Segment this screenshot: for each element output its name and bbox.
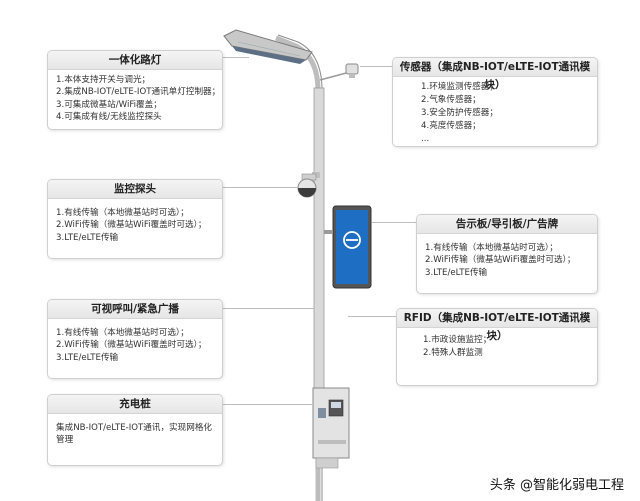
rfid-item: 2.特殊人群监测 bbox=[423, 348, 483, 358]
charging-item: 集成NB-IOT/eLTE-IOT通讯，实现网格化 bbox=[56, 423, 213, 433]
connector-charging bbox=[222, 404, 314, 405]
street-light-item: 4.可集成有线/无线监控探头 bbox=[56, 112, 162, 123]
sensor-box: 传感器（集成NB-IOT/eLTE-IOT通讯模块） 1.环境监测传感器； 2.… bbox=[392, 57, 598, 147]
connector-sensor bbox=[360, 66, 392, 67]
connector-camera bbox=[222, 187, 298, 188]
charging-item: 管理 bbox=[56, 435, 74, 446]
lamp-head bbox=[223, 29, 313, 64]
sensor-item: ... bbox=[421, 134, 430, 144]
lamp-arm bbox=[275, 35, 321, 501]
signboard-device bbox=[324, 205, 372, 289]
pole-body bbox=[313, 87, 325, 389]
signboard-item: 3.LTE/eLTE传输 bbox=[425, 267, 488, 278]
connector-signboard bbox=[372, 222, 416, 223]
street-light-title: 一体化路灯 bbox=[48, 51, 222, 70]
street-light-item: 2.集成NB-IOT/eLTE-IOT通讯单灯控制器； bbox=[56, 87, 221, 98]
charging-box: 充电桩 集成NB-IOT/eLTE-IOT通讯，实现网格化 管理 bbox=[47, 394, 223, 466]
sensor-item: 4.亮度传感器； bbox=[421, 121, 481, 131]
intercom-item: 1.有线传输（本地微基站时可选）； bbox=[56, 328, 189, 338]
camera-box: 监控探头 1.有线传输（本地微基站时可选）； 2.WiFi传输（微基站WiFi覆… bbox=[47, 179, 223, 259]
camera-item: 1.有线传输（本地微基站时可选）； bbox=[56, 208, 189, 218]
sensor-title: 传感器（集成NB-IOT/eLTE-IOT通讯模块） bbox=[393, 58, 597, 91]
signboard-item: 2.WiFi传输（微基站WiFi覆盖时可选）； bbox=[425, 255, 576, 266]
connector-rfid bbox=[348, 316, 398, 317]
signboard-item: 1.有线传输（本地微基站时可选）； bbox=[425, 243, 558, 253]
rfid-box: RFID（集成NB-IOT/eLTE-IOT通讯模块） 1.市政设施监控； 2.… bbox=[396, 308, 598, 386]
watermark-text: 头条 @智能化弱电工程 bbox=[489, 478, 624, 493]
street-light-item: 1.本体支持开关与调光； bbox=[56, 75, 151, 85]
charging-title: 充电桩 bbox=[48, 395, 222, 414]
sensor-item: 2.气象传感器； bbox=[421, 95, 481, 105]
street-light-item: 3.可集成微基站/WiFi覆盖； bbox=[56, 99, 162, 110]
sensor-device bbox=[319, 63, 359, 81]
intercom-title: 可视呼叫/紧急广播 bbox=[48, 300, 222, 319]
signboard-box: 告示板/导引板/广告牌 1.有线传输（本地微基站时可选）； 2.WiFi传输（微… bbox=[416, 214, 598, 294]
camera-title: 监控探头 bbox=[48, 180, 222, 199]
sensor-item: 1.环境监测传感器； bbox=[421, 82, 498, 92]
intercom-item: 2.WiFi传输（微基站WiFi覆盖时可选）； bbox=[56, 340, 207, 351]
connector-street-light bbox=[221, 57, 249, 58]
camera-item: 2.WiFi传输（微基站WiFi覆盖时可选）； bbox=[56, 220, 207, 231]
sensor-item: 3.安全防护传感器； bbox=[421, 108, 498, 118]
camera-item: 3.LTE/eLTE传输 bbox=[56, 232, 119, 243]
street-light-box: 一体化路灯 1.本体支持开关与调光； 2.集成NB-IOT/eLTE-IOT通讯… bbox=[47, 50, 223, 130]
camera-device bbox=[297, 172, 320, 198]
intercom-item: 3.LTE/eLTE传输 bbox=[56, 352, 119, 363]
signboard-title: 告示板/导引板/广告牌 bbox=[417, 215, 597, 234]
rfid-title: RFID（集成NB-IOT/eLTE-IOT通讯模块） bbox=[397, 309, 597, 342]
charging-pile-device bbox=[312, 387, 350, 469]
intercom-box: 可视呼叫/紧急广播 1.有线传输（本地微基站时可选）； 2.WiFi传输（微基站… bbox=[47, 299, 223, 379]
rfid-item: 1.市政设施监控； bbox=[423, 335, 492, 345]
connector-intercom bbox=[222, 308, 314, 309]
